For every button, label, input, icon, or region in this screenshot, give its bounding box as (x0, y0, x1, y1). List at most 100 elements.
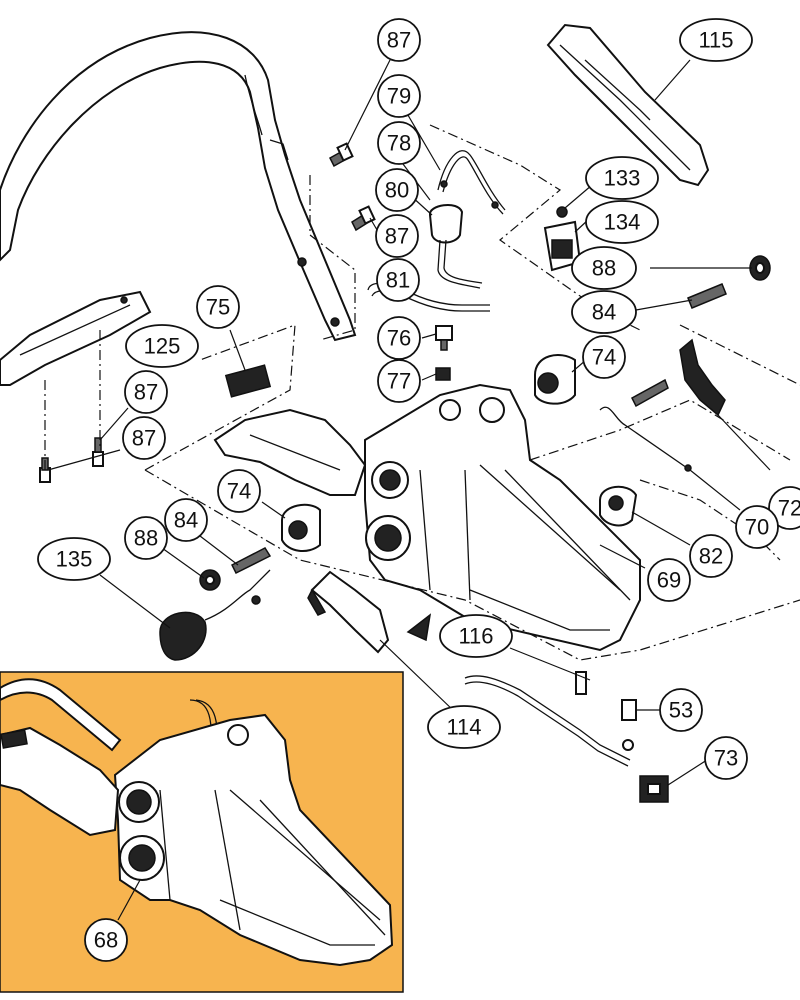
callout-125-label: 125 (144, 334, 181, 359)
callout-87-left-upper-label: 87 (134, 380, 158, 405)
switch-135-connector (251, 595, 261, 605)
screw-116 (575, 671, 587, 695)
guide-line-trigger-bottom (639, 479, 781, 561)
washer-88-upper-hole (755, 262, 765, 274)
handlebar-tube (0, 31, 357, 342)
leader-79 (404, 109, 441, 171)
callout-133: 133 (585, 156, 659, 200)
callout-73-bubble (704, 736, 748, 780)
callout-135-label: 135 (56, 547, 93, 572)
bolt-76-head (435, 325, 453, 341)
callout-82: 82 (689, 534, 733, 578)
inset-bearing-upper-inner (126, 789, 152, 815)
washer-88-upper (749, 255, 771, 281)
leader-135 (99, 574, 171, 629)
handlebar-hole-1 (297, 257, 307, 267)
crankcase-top-ring-left (439, 399, 461, 421)
leader-116 (509, 647, 591, 681)
assembly-guide-lines (44, 124, 800, 661)
crankcase-rib-2 (464, 469, 471, 601)
trigger-pin (631, 378, 669, 408)
callout-74-lower-bubble (217, 469, 261, 513)
callout-69-bubble (647, 558, 691, 602)
fuel-line-79-a (437, 150, 506, 211)
stud-84-upper (687, 283, 727, 309)
fuel-line-clamp-2 (491, 201, 499, 209)
av-buffer-74-lower (281, 503, 321, 552)
callout-74-lower: 74 (217, 469, 261, 513)
callout-87-left-lower-bubble (122, 416, 166, 460)
handlebar-flat-edge (269, 139, 289, 161)
handle-top-cover-slot (584, 59, 651, 121)
callout-74-lower-label: 74 (227, 479, 251, 504)
switch-73-face (647, 783, 661, 795)
callout-87-left-lower: 87 (122, 416, 166, 460)
callout-133-label: 133 (604, 166, 641, 191)
buffer-74-upper-hub (537, 372, 559, 394)
callout-68: 68 (84, 918, 128, 962)
filter-mesh (551, 239, 573, 259)
rear-handle-assembly (213, 364, 367, 496)
switch-73 (639, 775, 669, 803)
guide-line-right (679, 324, 800, 386)
callout-125: 125 (125, 324, 199, 368)
screw-87-lower-right-shank (94, 437, 102, 453)
stud-84-upper-body (687, 283, 727, 309)
callout-84-lower: 84 (164, 498, 208, 542)
callout-73-label: 73 (714, 746, 738, 771)
crankcase-bearing-lower-inner (374, 524, 402, 552)
throttle-lock-75 (224, 364, 272, 398)
throttle-rod (599, 406, 691, 471)
inset-crankcase-body (113, 713, 394, 967)
callout-134-label: 134 (604, 210, 641, 235)
front-handlebar (0, 31, 357, 342)
leader-115 (654, 59, 691, 101)
callout-87-left-lower-label: 87 (132, 426, 156, 451)
callout-70-bubble (735, 505, 779, 549)
callout-81-bubble (376, 258, 420, 302)
chain-catcher-hook (307, 588, 327, 616)
callout-84-upper-bubble (571, 290, 637, 334)
callout-78: 78 (377, 121, 421, 165)
inset-panel-68 (0, 671, 404, 993)
callout-77: 77 (377, 359, 421, 403)
callout-115-bubble (679, 18, 753, 62)
throttle-rod-70 (599, 406, 692, 472)
callout-75: 75 (196, 285, 240, 329)
callout-87-left-upper-bubble (124, 370, 168, 414)
callout-81-label: 81 (386, 268, 410, 293)
callout-78-bubble (377, 121, 421, 165)
callout-88-upper-label: 88 (592, 256, 616, 281)
throttle-rod-end (684, 464, 692, 472)
callout-76: 76 (377, 316, 421, 360)
leader-84a (635, 299, 693, 311)
leader-88b (161, 547, 205, 579)
leader-68 (117, 879, 141, 921)
callout-79: 79 (377, 74, 421, 118)
callout-80: 80 (375, 168, 419, 212)
trigger-body (679, 338, 726, 417)
callout-76-bubble (377, 316, 421, 360)
inset-handle-tube (0, 678, 122, 752)
switch-135-wire (204, 569, 271, 621)
leader-84b (199, 535, 239, 566)
callout-75-bubble (196, 285, 240, 329)
callout-87-top-label: 87 (387, 28, 411, 53)
callout-82-label: 82 (699, 544, 723, 569)
callout-74-upper: 74 (582, 335, 626, 379)
callout-87-left-upper: 87 (124, 370, 168, 414)
av-buffer-74-upper (534, 354, 576, 405)
callout-76-label: 76 (387, 326, 411, 351)
leader-87d (47, 449, 121, 471)
screw-87-lower-right-head (92, 451, 104, 467)
stud-84-lower-body (230, 547, 272, 575)
crankcase-rib-3 (479, 464, 621, 591)
callout-78-label: 78 (387, 131, 411, 156)
inset-grip-pad (0, 729, 28, 749)
switch-135-body (159, 611, 207, 661)
callout-135-bubble (37, 537, 111, 581)
inset-body-rib-1 (159, 789, 171, 901)
screw-87-upper-head (336, 142, 354, 162)
side-cover-hole (120, 296, 128, 304)
callout-68-label: 68 (94, 928, 118, 953)
